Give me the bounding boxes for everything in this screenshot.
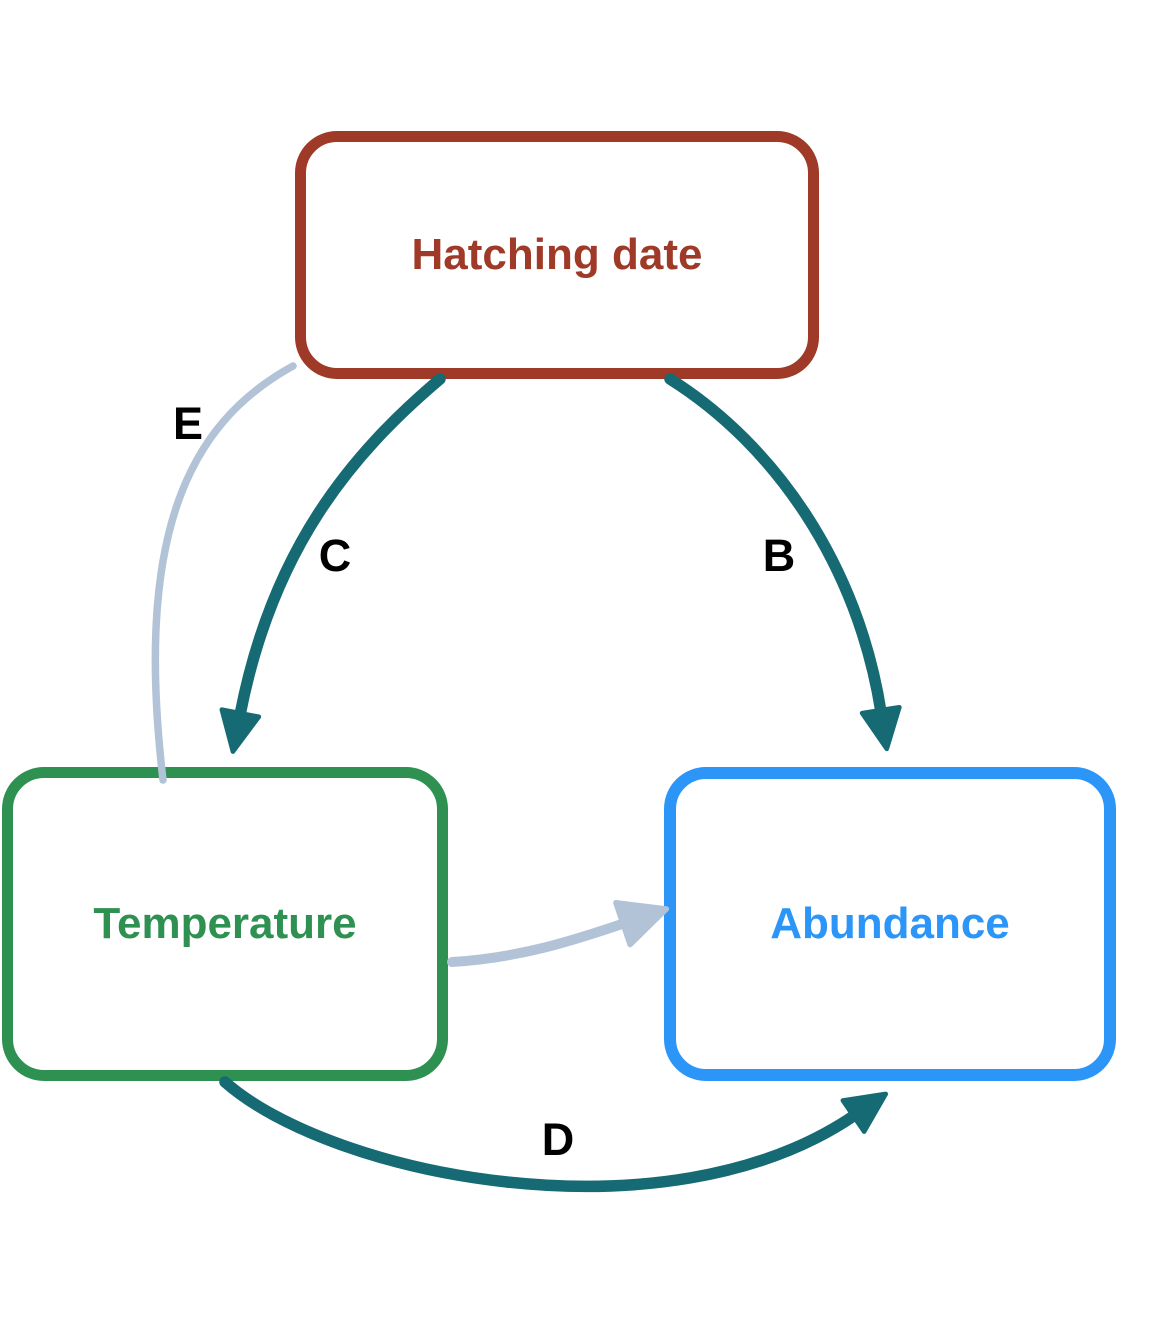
node-temperature: Temperature: [2, 767, 448, 1081]
edge-label-d: D: [541, 1114, 575, 1165]
edge-label-c: C: [318, 530, 352, 581]
edge-unlabeled-path: [447, 900, 670, 967]
node-hatching-date: Hatching date: [295, 131, 819, 379]
node-abundance-label: Abundance: [770, 899, 1010, 948]
node-abundance: Abundance: [664, 767, 1116, 1081]
node-temperature-label: Temperature: [93, 899, 357, 948]
node-hatching-date-label: Hatching date: [411, 230, 703, 279]
edge-d-path: [219, 1076, 889, 1193]
edge-label-b: B: [762, 530, 796, 581]
edge-label-e: E: [172, 398, 204, 449]
